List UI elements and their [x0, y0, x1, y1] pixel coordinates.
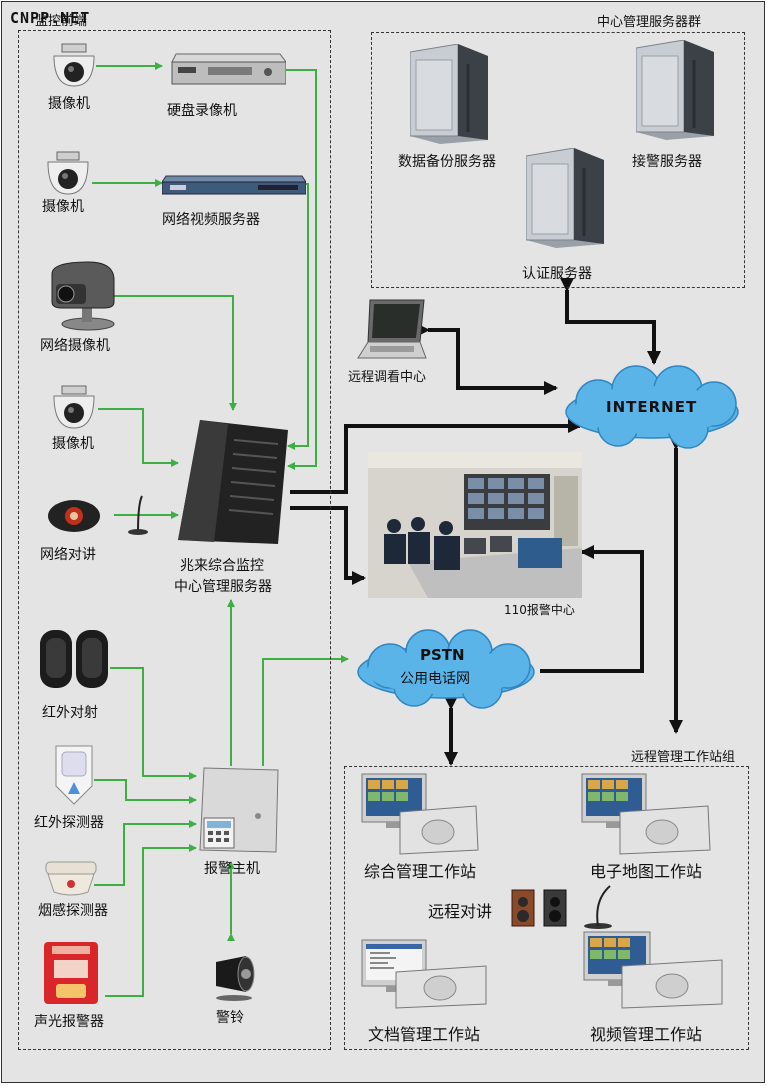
video-server-icon: [162, 175, 306, 195]
dispatch-server-tower-icon: [636, 40, 714, 140]
emap-workstation-label: 电子地图工作站: [590, 862, 703, 881]
infrared-beam-icon: [40, 630, 108, 688]
central-server-tower-icon: [178, 420, 288, 544]
backup-server-label: 数据备份服务器: [398, 154, 496, 170]
watermark: CNPP.NET: [10, 9, 91, 27]
link-alarmhost-pstn: [262, 655, 349, 766]
network-camera-icon: [51, 261, 115, 331]
link-irdetector-alarmhost: [94, 779, 197, 804]
link-server-internet: [290, 419, 582, 494]
camera-2-label: 摄像机: [42, 199, 84, 215]
link-dvr-server: [286, 69, 317, 470]
internet-cloud-icon: [565, 365, 739, 449]
infrared-detector-icon: [55, 745, 93, 805]
laptop-icon: [357, 299, 427, 359]
workstation-monitor-icon: [361, 773, 479, 855]
speakers-mic-icon: [511, 885, 612, 929]
integrated-workstation-label: 综合管理工作站: [364, 862, 477, 881]
link-videoserver-server: [287, 183, 309, 450]
infrared-detector-label: 红外探测器: [34, 815, 104, 831]
pstn-cloud-icon: [357, 629, 535, 709]
alarm-host-label: 报警主机: [204, 861, 260, 877]
remote-view-label: 远程调看中心: [348, 370, 427, 385]
dvr-icon: [171, 53, 286, 85]
smoke-detector-icon: [45, 861, 97, 896]
dvr-label: 硬盘录像机: [167, 103, 237, 119]
group-server-cluster: [371, 32, 745, 288]
strobe-alarm-label: 声光报警器: [34, 1014, 104, 1030]
alarm-center-label: 110报警中心: [504, 603, 575, 617]
pstn-sub-label: 公用电话网: [400, 671, 470, 687]
intercom-speaker-icon: [48, 495, 148, 535]
strobe-alarm-icon: [44, 942, 98, 1004]
video-workstation-label: 视频管理工作站: [590, 1025, 703, 1044]
siren-label: 警铃: [216, 1010, 244, 1026]
remote-intercom-label: 远程对讲: [428, 902, 493, 921]
group-remote-workstations-label: 远程管理工作站组: [631, 750, 736, 765]
link-camera3-server: [98, 408, 179, 467]
auth-server-label: 认证服务器: [522, 266, 592, 282]
camera-3-label: 摄像机: [52, 436, 94, 452]
group-server-cluster-label: 中心管理服务器群: [597, 15, 702, 30]
central-server-label-line1: 兆来综合监控: [180, 558, 264, 574]
central-server-label-line2: 中心管理服务器: [174, 579, 272, 595]
link-server-110center: [290, 506, 366, 585]
dome-camera-icon: [53, 385, 95, 429]
siren-icon: [216, 956, 255, 1001]
network-camera-label: 网络摄像机: [40, 338, 110, 354]
document-workstation-label: 文档管理工作站: [368, 1025, 481, 1044]
group-front-end: [18, 30, 331, 1050]
group-front-end-label: 监控前端: [35, 14, 88, 29]
smoke-detector-label: 烟感探测器: [38, 903, 108, 919]
link-strobe-alarmhost: [105, 844, 197, 997]
group-remote-workstations: [344, 766, 749, 1050]
camera-1-label: 摄像机: [48, 96, 90, 112]
pstn-label: PSTN: [420, 646, 465, 664]
link-netcam-server: [114, 295, 237, 411]
link-servers-internet: [560, 278, 661, 365]
intercom-label: 网络对讲: [40, 547, 96, 563]
dispatch-server-label: 接警服务器: [632, 154, 702, 170]
dome-camera-icon: [53, 43, 95, 87]
video-server-label: 网络视频服务器: [162, 212, 260, 228]
internet-label: INTERNET: [606, 398, 698, 416]
workstation-monitor-icon: [583, 931, 723, 1009]
link-pstn-110center: [540, 545, 644, 673]
backup-server-tower-icon: [410, 44, 488, 144]
infrared-beam-label: 红外对射: [42, 705, 98, 721]
workstation-monitor-icon: [361, 939, 487, 1009]
alarm-host-panel-icon: [199, 767, 279, 853]
workstation-monitor-icon: [581, 773, 711, 855]
link-smoke-alarmhost: [94, 820, 197, 886]
link-irbeam-alarmhost: [110, 667, 197, 780]
link-remoteview-internet: [416, 323, 558, 395]
alarm-center-photo: [368, 452, 582, 598]
auth-server-tower-icon: [526, 148, 604, 248]
dome-camera-icon: [47, 151, 89, 195]
